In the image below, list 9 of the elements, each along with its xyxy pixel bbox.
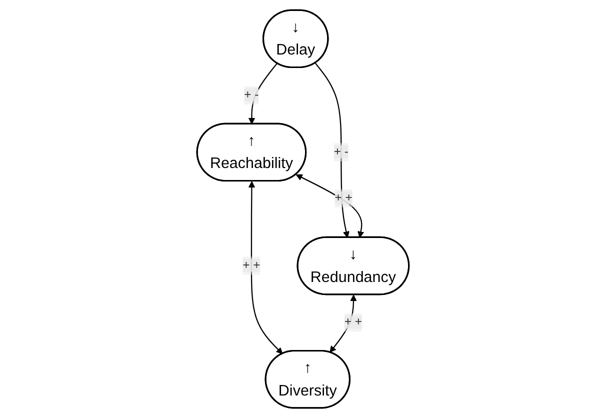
arrow — [248, 180, 283, 354]
edge-label: + + — [344, 315, 362, 328]
arrow — [248, 62, 278, 124]
arrow — [330, 294, 357, 352]
edge-label: + - — [244, 88, 259, 102]
edge-label: + + — [242, 258, 260, 272]
edge-label: + + — [334, 190, 352, 204]
edge-label: + - — [334, 144, 348, 158]
arrow — [296, 174, 364, 238]
